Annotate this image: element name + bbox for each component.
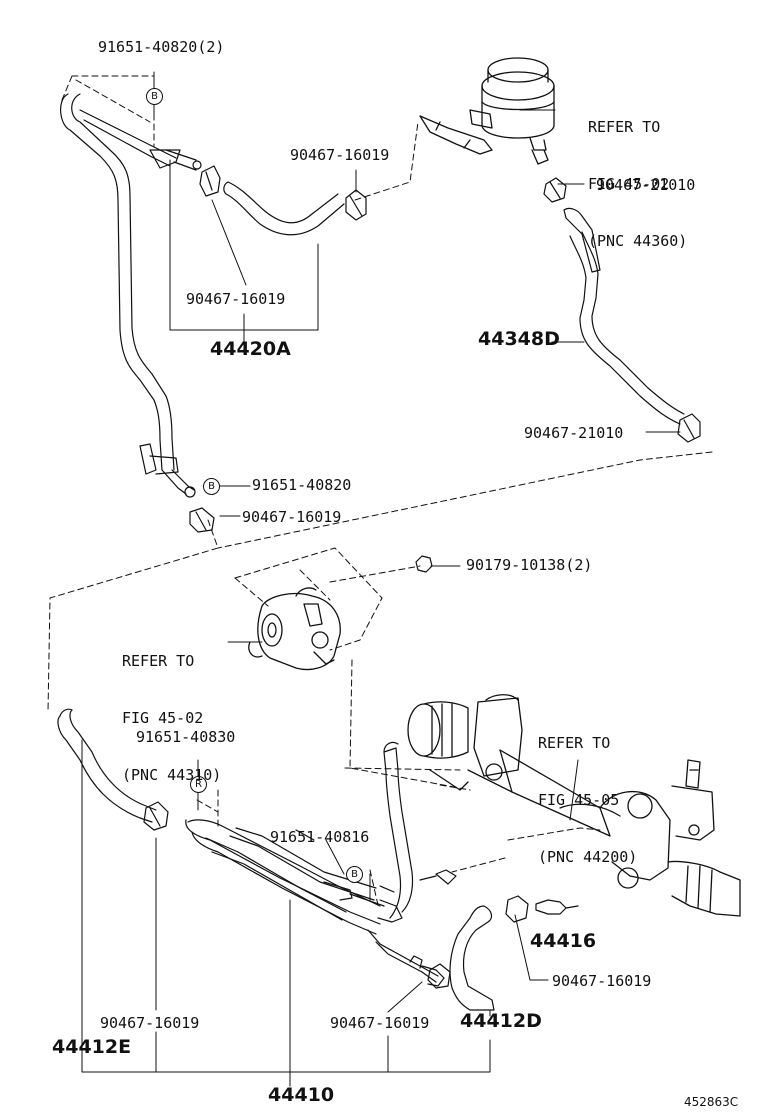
refer-reservoir: REFER TO FIG 45-02 (PNC 44360) bbox=[588, 80, 687, 270]
part-label-return-hose: 44348D bbox=[478, 328, 560, 350]
clip-left-bottom-drawing bbox=[143, 801, 169, 831]
part-label-clip-left-bottom: 90467-16019 bbox=[100, 1014, 200, 1032]
refer-line: (PNC 44310) bbox=[122, 766, 222, 784]
bolt-reference-badge: B bbox=[346, 866, 363, 883]
refer-line: REFER TO bbox=[122, 652, 195, 670]
refer-line: (PNC 44360) bbox=[588, 232, 688, 250]
part-label-union: 44416 bbox=[530, 930, 597, 952]
dashed-leaders bbox=[47, 75, 713, 906]
pressure-tube-upper bbox=[60, 93, 202, 471]
part-label-hose-right: 44412D bbox=[460, 1010, 542, 1032]
bolt-reference-badge: R bbox=[190, 776, 207, 793]
clip-top-right-drawing bbox=[345, 189, 367, 221]
part-label-nut-pump: 90179-10138(2) bbox=[466, 556, 593, 574]
part-label-clip-center-bottom: 90467-16019 bbox=[330, 1014, 430, 1032]
part-label-hose-group: 44420A bbox=[210, 338, 291, 360]
refer-line: FIG 45-02 bbox=[122, 709, 204, 727]
part-label-tube-assembly: 44410 bbox=[268, 1084, 335, 1106]
part-label-bolt-top: 91651-40820(2) bbox=[98, 38, 225, 56]
hose-left-drawing bbox=[57, 708, 157, 823]
part-label-bolt-lower-b: 91651-40816 bbox=[270, 828, 370, 846]
leader-lines bbox=[81, 71, 681, 1087]
part-label-clip-mid: 90467-16019 bbox=[242, 508, 342, 526]
clip-top-left-drawing bbox=[199, 165, 221, 197]
clip-return-drawing bbox=[677, 413, 701, 443]
part-label-clip-return: 90467-21010 bbox=[524, 424, 624, 442]
refer-gear: REFER TO FIG 45-05 (PNC 44200) bbox=[538, 696, 637, 886]
reservoir-drawing bbox=[419, 57, 555, 165]
hose-right-drawing bbox=[449, 905, 495, 1011]
part-label-clip-top-left: 90467-16019 bbox=[186, 290, 286, 308]
clip-mid-drawing bbox=[189, 507, 215, 533]
diagram-code: 452863C bbox=[684, 1095, 739, 1109]
mid-bracket-drawing bbox=[139, 443, 196, 498]
part-label-bolt-mid: 91651-40820 bbox=[252, 476, 352, 494]
bolt-reference-badge: B bbox=[146, 88, 163, 105]
part-label-clip-reservoir: 90467-21010 bbox=[596, 176, 696, 194]
refer-line: (PNC 44200) bbox=[538, 848, 638, 866]
clip-reservoir-drawing bbox=[543, 177, 567, 203]
part-label-hose-left: 44412E bbox=[52, 1036, 132, 1058]
nut-pump-drawing bbox=[415, 555, 433, 573]
bolt-reference-badge: B bbox=[203, 478, 220, 495]
refer-line: FIG 45-02 bbox=[588, 175, 670, 193]
refer-pump: REFER TO FIG 45-02 (PNC 44310) bbox=[122, 614, 221, 804]
part-label-clip-top-right: 90467-16019 bbox=[290, 146, 390, 164]
return-hose bbox=[563, 207, 685, 425]
union-drawing bbox=[505, 895, 579, 923]
refer-line: FIG 45-05 bbox=[538, 791, 620, 809]
part-label-bolt-lower: 91651-40830 bbox=[136, 728, 236, 746]
steering-gear-drawing bbox=[407, 694, 741, 917]
pump-drawing bbox=[248, 587, 341, 671]
refer-line: REFER TO bbox=[538, 734, 611, 752]
refer-line: REFER TO bbox=[588, 118, 661, 136]
clip-center-bottom-drawing bbox=[427, 963, 451, 989]
part-label-clip-union: 90467-16019 bbox=[552, 972, 652, 990]
tube-assembly-drawing bbox=[185, 741, 457, 987]
suction-hose-upper bbox=[223, 181, 345, 236]
